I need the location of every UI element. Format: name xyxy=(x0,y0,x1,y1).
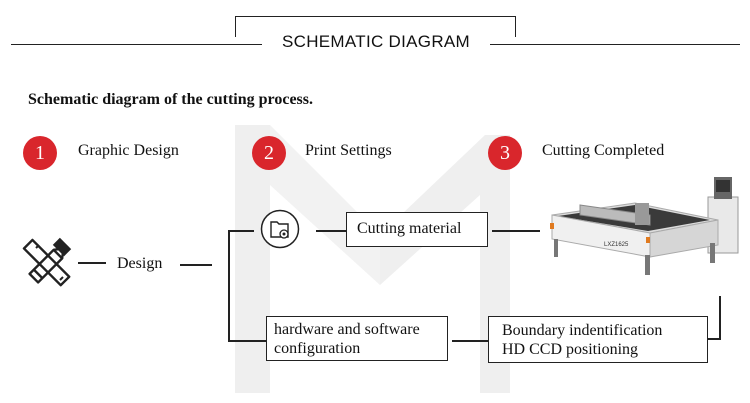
machine-connector-horizontal xyxy=(706,338,721,340)
hardware-config-line1: hardware and software xyxy=(274,321,420,338)
bracket-vertical xyxy=(228,230,230,342)
step-3-label: Cutting Completed xyxy=(542,142,665,159)
step-1-label: Graphic Design xyxy=(78,142,179,159)
step-3-badge: 3 xyxy=(488,136,522,170)
header-rule-left xyxy=(11,44,263,45)
boundary-identification-line1: Boundary indentification xyxy=(502,322,663,339)
step-2-badge: 2 xyxy=(252,136,286,170)
bracket-bottom xyxy=(228,340,266,342)
design-connector-left xyxy=(78,262,106,264)
folder-connector xyxy=(316,230,346,232)
boundary-identification-line2: HD CCD positioning xyxy=(502,341,639,358)
machine-connector-vertical xyxy=(719,296,721,340)
step-1-badge: 1 xyxy=(23,136,57,170)
cutting-material-label: Cutting material xyxy=(357,220,462,237)
material-connector xyxy=(492,230,540,232)
cutting-material-box xyxy=(346,212,488,247)
diagram-subtitle: Schematic diagram of the cutting process… xyxy=(28,91,313,108)
step-2-label: Print Settings xyxy=(305,142,392,159)
machine-model-label: LXZ1625 xyxy=(604,242,629,248)
hardware-config-line2: configuration xyxy=(274,340,361,357)
header-rule-right xyxy=(488,44,740,45)
bracket-top xyxy=(228,230,254,232)
cutting-machine-image: LXZ1625 xyxy=(550,177,739,275)
folder-gear-icon xyxy=(260,209,300,249)
boundary-identification-box xyxy=(488,316,708,363)
hardware-connector xyxy=(452,340,488,342)
page-title: SCHEMATIC DIAGRAM xyxy=(262,31,490,53)
hardware-config-box xyxy=(266,316,448,361)
title-frame xyxy=(235,16,516,37)
design-label: Design xyxy=(117,255,163,272)
pencil-ruler-icon xyxy=(22,237,72,287)
design-connector-right xyxy=(180,264,212,266)
